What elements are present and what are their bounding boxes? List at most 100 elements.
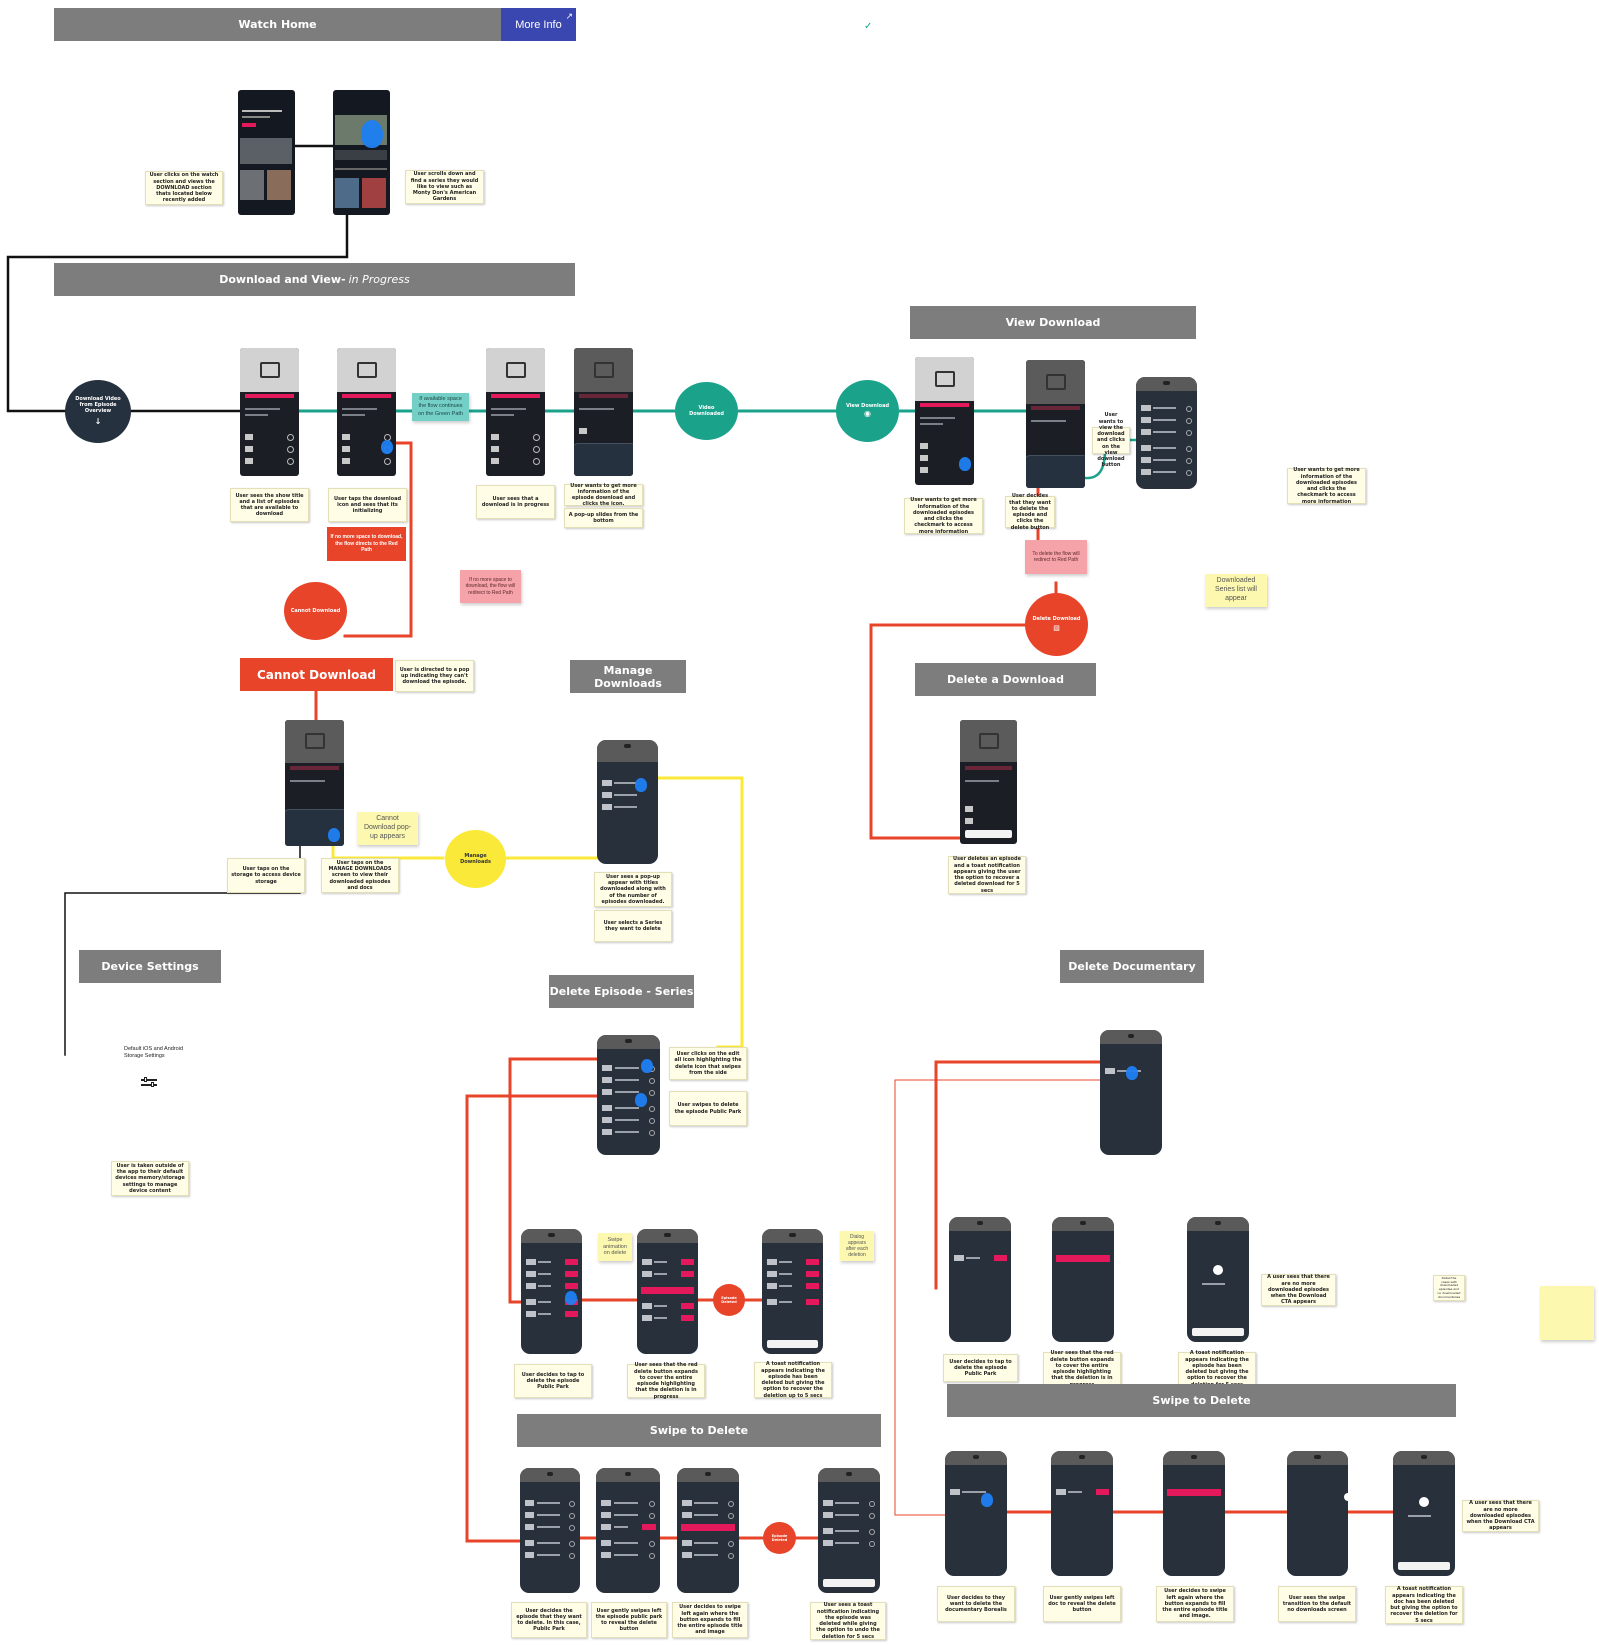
phone-doc-gently-swipes <box>1051 1451 1113 1576</box>
note-taps-storage: User taps on the storage to access devic… <box>227 858 305 893</box>
note-green-path: If available space the flow continues on… <box>412 393 469 421</box>
image-icon <box>486 348 545 392</box>
node-cannot-download[interactable]: Cannot Download <box>284 582 347 640</box>
phone-watch-home <box>238 90 295 215</box>
eye-icon: ◉ <box>864 409 871 419</box>
note-taps-download: User taps the download icon and sees tha… <box>328 488 407 522</box>
note-popup-titles: User sees a pop-up appear with titles do… <box>594 872 672 907</box>
pointer-hand-icon <box>635 1093 647 1107</box>
note-scroll-series: User scrolls down and find a series they… <box>405 170 484 204</box>
delete-episode-series-title: Delete Episode - Series <box>549 985 694 998</box>
settings-sliders-icon[interactable] <box>141 1077 159 1089</box>
note-series-list: Downloaded Series list will appear <box>1205 574 1267 607</box>
node-view-download[interactable]: View Download ◉ <box>836 380 899 442</box>
delete-documentary-title: Delete Documentary <box>1068 960 1196 973</box>
phone-swipe-again <box>677 1468 739 1593</box>
note-deletes-toast: User deletes an episode and a toast noti… <box>948 856 1026 894</box>
node-manage-downloads[interactable]: Manage Downloads <box>445 830 506 888</box>
phone-gently-swipes <box>596 1468 660 1593</box>
note-gently-swipes: User gently swipes left the episode publ… <box>591 1602 667 1638</box>
device-settings-banner: Device Settings <box>79 950 221 983</box>
external-link-icon: ↗ <box>565 11 573 21</box>
red-connector <box>465 1094 642 1543</box>
phone-downloads-scroll <box>333 90 390 215</box>
note-redirect-red: To delete the flow will redirect to Red … <box>1025 540 1087 574</box>
note-decide-public-park: User decides to tap to delete the episod… <box>943 1354 1018 1382</box>
note-view-dl-info: User wants to get more information of th… <box>904 497 983 535</box>
node-cannot-download-label: Cannot Download <box>290 608 341 614</box>
phone-doc-tap-delete <box>949 1217 1011 1342</box>
image-icon <box>915 357 974 401</box>
start-node-label: Download Video from Episode Overview <box>75 396 121 415</box>
image-icon <box>240 348 299 392</box>
cannot-download-banner: Cannot Download <box>240 658 393 691</box>
note-swipes-episode: User swipes to delete the episode Public… <box>669 1091 747 1126</box>
phone-view-delete-sheet <box>1026 360 1085 488</box>
phone-doc-red-expands <box>1052 1217 1114 1342</box>
device-settings-title: Device Settings <box>101 960 199 973</box>
red-connector <box>894 1079 1133 1516</box>
pointer-hand-icon <box>959 457 971 471</box>
phone-doc-toast-bottom <box>1393 1451 1455 1576</box>
phone-swipe-toast <box>818 1468 880 1593</box>
node-delete-download[interactable]: Delete Download ▧ <box>1025 593 1088 656</box>
manage-downloads-banner: Manage Downloads <box>570 660 686 693</box>
pointer-hand-icon <box>981 1493 993 1507</box>
node-episode-deleted-1[interactable]: Episode Deleted <box>713 1284 745 1316</box>
node-delete-download-label: Delete Download <box>1032 616 1081 623</box>
node-video-downloaded[interactable]: Video Downloaded <box>675 382 738 440</box>
delete-a-download-banner: Delete a Download <box>915 663 1096 696</box>
phone-edit-series <box>597 1035 660 1155</box>
phone-episode-list <box>240 348 299 476</box>
phone-doc-default <box>1287 1451 1348 1576</box>
view-download-banner: View Download <box>910 306 1196 339</box>
swipe-to-delete-right-title: Swipe to Delete <box>1152 1394 1251 1407</box>
pointer-hand-icon <box>328 828 340 842</box>
watch-home-banner: Watch Home <box>54 8 501 41</box>
phone-info-popup <box>574 348 633 476</box>
download-view-title: Download and View- <box>219 273 346 286</box>
phone-documentary-edit <box>1100 1030 1162 1155</box>
phone-toast-recover <box>762 1229 823 1354</box>
swipe-to-delete-right-banner: Swipe to Delete <box>947 1384 1456 1417</box>
trash-icon: ▧ <box>1053 624 1060 633</box>
pointer-hand-icon <box>635 778 647 792</box>
delete-a-download-title: Delete a Download <box>947 673 1064 686</box>
image-icon <box>337 348 396 392</box>
phone-delete-toast <box>960 720 1017 844</box>
note-view-and-click: User wants to view the download and clic… <box>1092 412 1130 468</box>
phone-view-downloads-list <box>915 357 974 485</box>
image-icon <box>285 720 344 763</box>
phone-download-initializing <box>337 348 396 476</box>
more-info-button[interactable]: More Info ↗ <box>501 8 576 41</box>
phone-swipe-decide <box>520 1468 580 1593</box>
phone-manage-downloads <box>597 740 658 864</box>
pointer-hand-icon <box>381 440 393 454</box>
image-icon <box>574 348 633 392</box>
phone-downloaded-series <box>1136 377 1197 489</box>
note-swipe-anim: Swipe animation on delete <box>598 1233 632 1261</box>
pointer-hand-icon <box>361 120 383 148</box>
note-doc-default: User sees the swipe transition to the de… <box>1278 1586 1356 1622</box>
note-tap-delete: User decides to tap to delete the episod… <box>514 1364 592 1398</box>
manage-downloads-title: Manage Downloads <box>594 663 662 690</box>
pointer-hand-icon <box>641 1059 653 1073</box>
start-node-download-video[interactable]: Download Video from Episode Overview ↓ <box>65 380 131 443</box>
note-no-more-right: A user sees that there are no more downl… <box>1261 1274 1336 1306</box>
note-doc-no-more: A user sees that there are no more downl… <box>1462 1500 1539 1532</box>
phone-download-progress <box>486 348 545 476</box>
note-cannot-popup: Cannot Download pop-up appears <box>357 812 418 845</box>
phone-doc-swipe-decide <box>945 1451 1007 1576</box>
note-swipe-again: User decides to swipe left again where t… <box>672 1602 748 1638</box>
phone-red-expands <box>637 1229 698 1354</box>
note-more-info-right: User wants to get more information of th… <box>1287 467 1366 505</box>
phone-doc-toast <box>1187 1217 1249 1342</box>
node-episode-deleted-2[interactable]: Episode Deleted <box>763 1522 796 1554</box>
note-selects-series: User selects a Series they want to delet… <box>594 910 672 942</box>
watch-home-title: Watch Home <box>238 18 317 31</box>
note-no-space-pink: If no more space to download, the flow w… <box>460 570 521 603</box>
swipe-to-delete-left-title: Swipe to Delete <box>649 1424 749 1437</box>
note-show-title: User sees the show title and a list of e… <box>230 488 309 522</box>
note-taps-manage: User taps on the MANAGE DOWNLOADS screen… <box>321 858 399 893</box>
phone-cannot-download-popup <box>285 720 344 846</box>
